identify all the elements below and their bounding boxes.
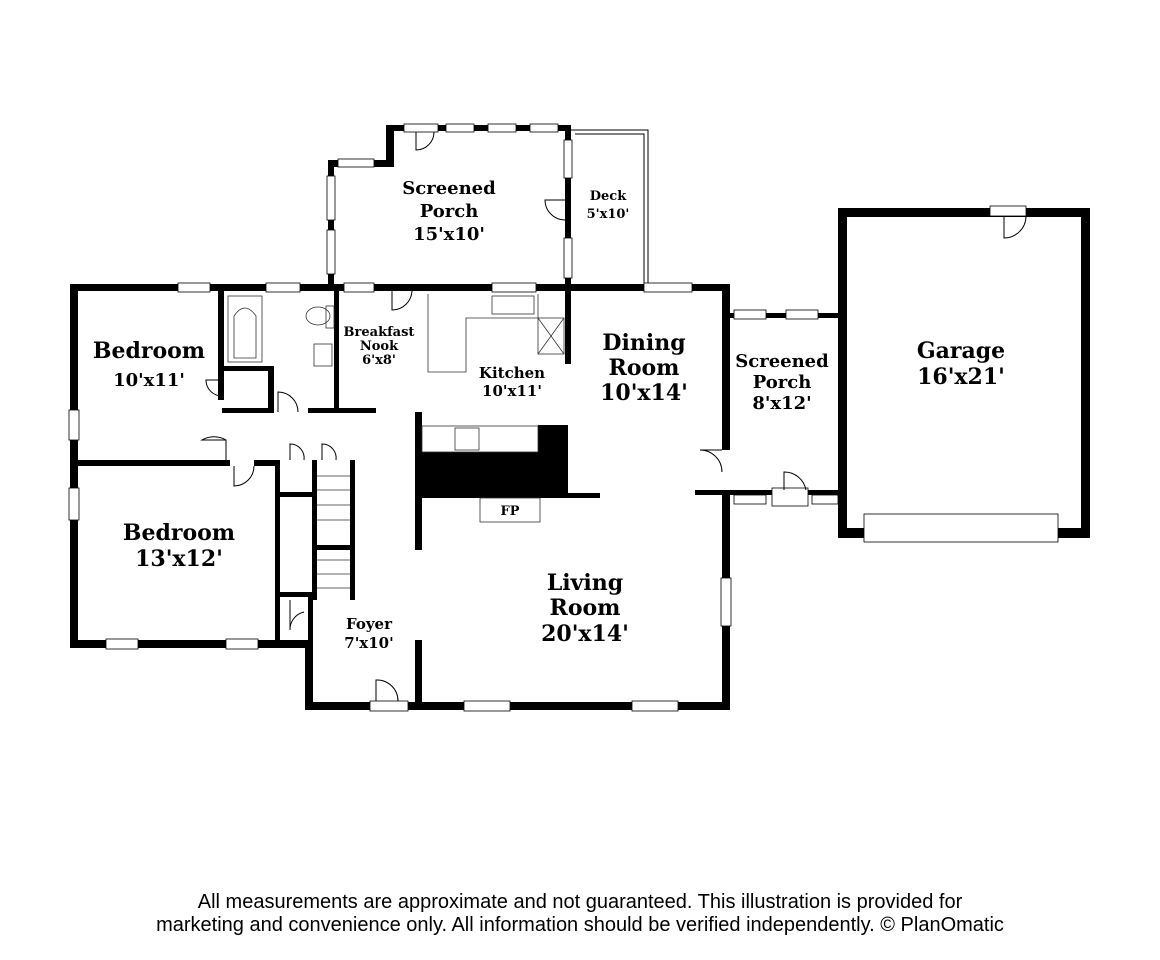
kitchen-name: Kitchen bbox=[479, 364, 545, 382]
breakfast-nook-name-2: Nook bbox=[360, 339, 399, 354]
room-labels: Screened Porch 15'x10' Deck 5'x10' Garag… bbox=[93, 178, 1005, 652]
windows bbox=[68, 123, 1059, 712]
dining-room-name-2: Room bbox=[609, 355, 680, 381]
walls bbox=[70, 125, 1090, 710]
living-room-name-1: Living bbox=[547, 570, 623, 596]
deck-name: Deck bbox=[590, 189, 627, 204]
foyer-size: 7'x10' bbox=[344, 634, 393, 652]
screened-porch-top-name-2: Porch bbox=[420, 201, 479, 222]
breakfast-nook-size: 6'x8' bbox=[362, 353, 396, 368]
kitchen-size: 10'x11' bbox=[482, 382, 542, 400]
bedroom-top-size: 10'x11' bbox=[113, 370, 185, 391]
disclaimer-line-2: marketing and convenience only. All info… bbox=[156, 914, 1004, 936]
screened-porch-side-name-1: Screened bbox=[735, 351, 829, 372]
dining-room-name-1: Dining bbox=[602, 330, 685, 356]
breakfast-nook-name-1: Breakfast bbox=[344, 325, 415, 340]
screened-porch-side-name-2: Porch bbox=[753, 372, 812, 393]
fireplace-label: FP bbox=[500, 504, 519, 519]
fixtures bbox=[227, 294, 565, 589]
screened-porch-side-size: 8'x12' bbox=[752, 393, 811, 414]
garage-size: 16'x21' bbox=[917, 364, 1005, 390]
garage-name: Garage bbox=[917, 338, 1005, 364]
bedroom-bottom-size: 13'x12' bbox=[135, 546, 223, 572]
dining-room-size: 10'x14' bbox=[600, 380, 688, 406]
deck-size: 5'x10' bbox=[587, 207, 630, 222]
bedroom-top-name: Bedroom bbox=[93, 338, 205, 364]
doors bbox=[200, 123, 1027, 712]
bedroom-bottom-name: Bedroom bbox=[123, 520, 235, 546]
screened-porch-top-size: 15'x10' bbox=[413, 224, 485, 245]
foyer-name: Foyer bbox=[346, 615, 393, 633]
screened-porch-top-name-1: Screened bbox=[402, 178, 496, 199]
living-room-name-2: Room bbox=[550, 595, 621, 621]
disclaimer-line-1: All measurements are approximate and not… bbox=[197, 891, 963, 913]
living-room-size: 20'x14' bbox=[541, 621, 629, 647]
